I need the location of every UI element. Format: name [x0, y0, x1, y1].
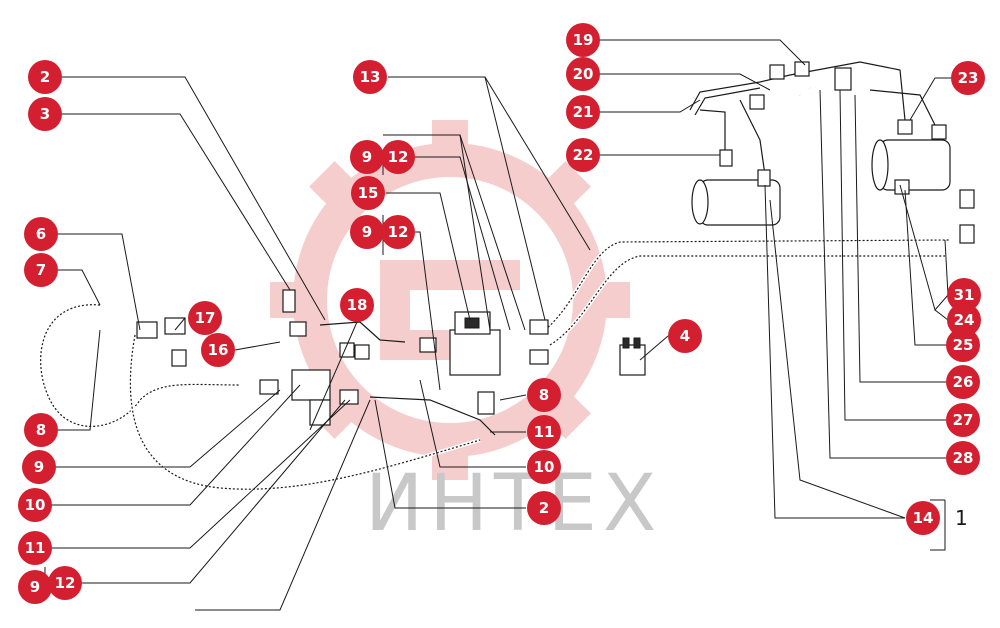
callout-6[interactable]: 6	[24, 217, 58, 251]
svg-text:11: 11	[25, 539, 46, 557]
callout-10[interactable]: 10	[18, 488, 52, 522]
callout-4[interactable]: 4	[668, 319, 702, 353]
svg-text:4: 4	[680, 327, 690, 345]
callout-3[interactable]: 3	[28, 97, 62, 131]
svg-text:9: 9	[362, 148, 372, 166]
callout-18[interactable]: 18	[340, 288, 374, 322]
callout-14[interactable]: 14	[906, 501, 940, 535]
callout-15[interactable]: 15	[351, 176, 385, 210]
watermark-logo	[270, 120, 630, 480]
cylinder-lower	[691, 179, 781, 226]
svg-text:22: 22	[573, 146, 594, 164]
svg-text:9: 9	[362, 223, 372, 241]
valve-block	[449, 311, 501, 376]
callout-24[interactable]: 24	[947, 303, 981, 337]
callout-9[interactable]: 9	[350, 140, 384, 174]
svg-text:10: 10	[534, 458, 555, 476]
svg-text:14: 14	[913, 509, 934, 527]
svg-text:8: 8	[36, 421, 46, 439]
svg-text:9: 9	[34, 458, 44, 476]
callout-12[interactable]: 12	[381, 215, 415, 249]
svg-text:20: 20	[573, 65, 594, 83]
svg-text:26: 26	[953, 373, 974, 391]
svg-text:27: 27	[953, 411, 974, 429]
callout-22[interactable]: 22	[566, 138, 600, 172]
assembly-label: 1	[955, 506, 968, 530]
svg-text:17: 17	[195, 309, 216, 327]
callout-17[interactable]: 17	[188, 301, 222, 335]
callout-26[interactable]: 26	[946, 365, 980, 399]
callout-16[interactable]: 16	[201, 333, 235, 367]
svg-text:12: 12	[388, 223, 409, 241]
svg-text:24: 24	[954, 311, 975, 329]
svg-text:13: 13	[360, 68, 381, 86]
callout-19[interactable]: 19	[566, 23, 600, 57]
svg-text:2: 2	[539, 499, 549, 517]
svg-text:9: 9	[30, 578, 40, 596]
svg-text:21: 21	[573, 103, 594, 121]
svg-text:28: 28	[953, 449, 974, 467]
leader-lines	[44, 39, 952, 611]
callout-8[interactable]: 8	[24, 413, 58, 447]
switch-part	[619, 337, 646, 376]
callout-9[interactable]: 9	[350, 215, 384, 249]
svg-text:15: 15	[358, 184, 379, 202]
parts	[136, 61, 975, 426]
svg-text:12: 12	[388, 148, 409, 166]
callout-20[interactable]: 20	[566, 57, 600, 91]
callout-7[interactable]: 7	[24, 253, 58, 287]
callout-11[interactable]: 11	[527, 415, 561, 449]
callout-13[interactable]: 13	[353, 60, 387, 94]
callout-12[interactable]: 12	[48, 566, 82, 600]
callout-8[interactable]: 8	[527, 378, 561, 412]
callout-10[interactable]: 10	[527, 450, 561, 484]
callout-9[interactable]: 9	[18, 570, 52, 604]
svg-text:2: 2	[40, 68, 50, 86]
svg-text:16: 16	[208, 341, 229, 359]
cylinder-upper	[871, 139, 951, 191]
svg-text:6: 6	[36, 225, 46, 243]
callout-12[interactable]: 12	[381, 140, 415, 174]
svg-text:18: 18	[347, 296, 368, 314]
callout-2[interactable]: 2	[527, 491, 561, 525]
svg-text:10: 10	[25, 496, 46, 514]
svg-text:23: 23	[958, 69, 979, 87]
svg-text:12: 12	[55, 574, 76, 592]
watermark-text: ИНТЕХ	[365, 459, 662, 549]
callout-11[interactable]: 11	[18, 531, 52, 565]
svg-text:3: 3	[40, 105, 50, 123]
svg-text:19: 19	[573, 31, 594, 49]
svg-text:8: 8	[539, 386, 549, 404]
callout-25[interactable]: 25	[946, 328, 980, 362]
callouts: 2 3 6 7 8 9 10 11 9 12 17 16 18 13 9 12 …	[18, 23, 985, 604]
hose-assembly	[38, 61, 951, 492]
callout-23[interactable]: 23	[951, 61, 985, 95]
svg-text:25: 25	[953, 336, 974, 354]
callout-27[interactable]: 27	[946, 403, 980, 437]
callout-2[interactable]: 2	[28, 60, 62, 94]
callout-9[interactable]: 9	[22, 450, 56, 484]
callout-31[interactable]: 31	[947, 278, 981, 312]
svg-text:7: 7	[36, 261, 46, 279]
callout-28[interactable]: 28	[946, 441, 980, 475]
svg-text:31: 31	[954, 286, 975, 304]
callout-21[interactable]: 21	[566, 95, 600, 129]
svg-text:11: 11	[534, 423, 555, 441]
